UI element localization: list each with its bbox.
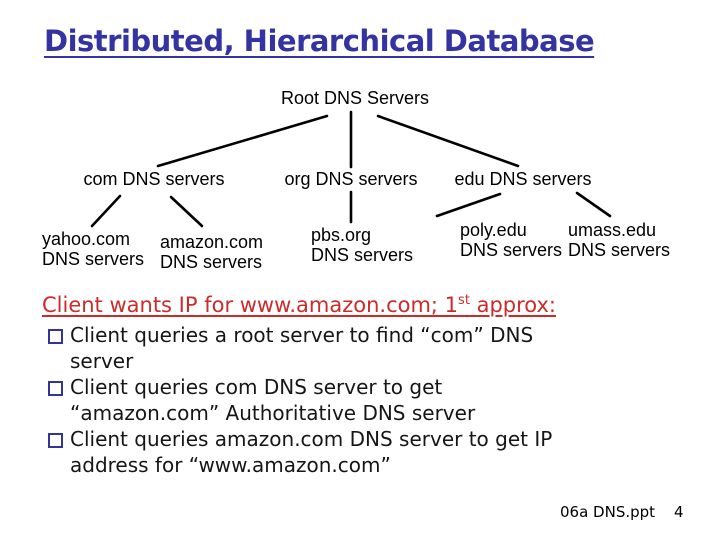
bullet-1-line-2: server (70, 349, 134, 373)
tree-poly-line2: DNS servers (460, 240, 563, 260)
tree-yahoo-label: yahoo.com DNS servers (42, 229, 144, 269)
tree-umass-label: umass.edu DNS servers (568, 220, 670, 260)
tree-root-label: Root DNS Servers (280, 88, 430, 108)
page-title: Distributed, Hierarchical Database (44, 24, 595, 58)
bullet-item-3: Client queries amazon.com DNS server to … (48, 426, 552, 478)
bullet-item-2: Client queries com DNS server to get “am… (48, 374, 475, 426)
tree-yahoo-line1: yahoo.com (42, 229, 131, 249)
square-bullet-icon (48, 381, 63, 396)
square-bullet-icon (48, 433, 63, 448)
connector-root-edu (376, 114, 520, 168)
square-bullet-icon (48, 329, 63, 344)
tree-umass-line1: umass.edu (568, 220, 657, 240)
tree-com-label: com DNS servers (83, 169, 225, 189)
footer-filename: 06a DNS.ppt (560, 503, 656, 521)
tree-amazon-line1: amazon.com (160, 232, 264, 252)
bullet-1-line-1: Client queries a root server to find “co… (70, 323, 534, 347)
bullet-3-line-1: Client queries amazon.com DNS server to … (70, 427, 553, 451)
connector-edu-umass (575, 191, 612, 218)
tree-edu-label: edu DNS servers (454, 169, 592, 189)
connector-com-amazon (169, 195, 204, 228)
connector-edu-poly (435, 192, 502, 218)
connector-com-yahoo (90, 194, 122, 228)
bullet-2-line-1: Client queries com DNS server to get (70, 375, 443, 399)
tree-umass-line2: DNS servers (568, 240, 671, 260)
tree-poly-label: poly.edu DNS servers (460, 220, 562, 260)
bullet-2-line-2: “amazon.com” Authoritative DNS server (70, 401, 476, 425)
approx-heading-post: approx: (469, 293, 557, 317)
tree-org-label: org DNS servers (284, 169, 418, 189)
tree-amazon-label: amazon.com DNS servers (160, 232, 263, 272)
tree-pbs-label: pbs.org DNS servers (311, 225, 413, 265)
connector-root-com (156, 114, 329, 168)
tree-yahoo-line2: DNS servers (42, 249, 145, 269)
tree-pbs-line1: pbs.org (311, 225, 372, 245)
tree-poly-line1: poly.edu (460, 220, 527, 240)
approx-heading-sup: st (458, 293, 470, 308)
approx-heading-pre: Client wants IP for www.amazon.com; 1 (42, 293, 459, 317)
tree-pbs-line2: DNS servers (311, 245, 414, 265)
footer-page-number: 4 (674, 503, 684, 521)
bullet-item-1: Client queries a root server to find “co… (48, 322, 533, 374)
tree-amazon-line2: DNS servers (160, 252, 263, 272)
approx-heading: Client wants IP for www.amazon.com; 1st … (42, 293, 556, 317)
bullet-3-line-2: address for “www.amazon.com” (70, 453, 391, 477)
